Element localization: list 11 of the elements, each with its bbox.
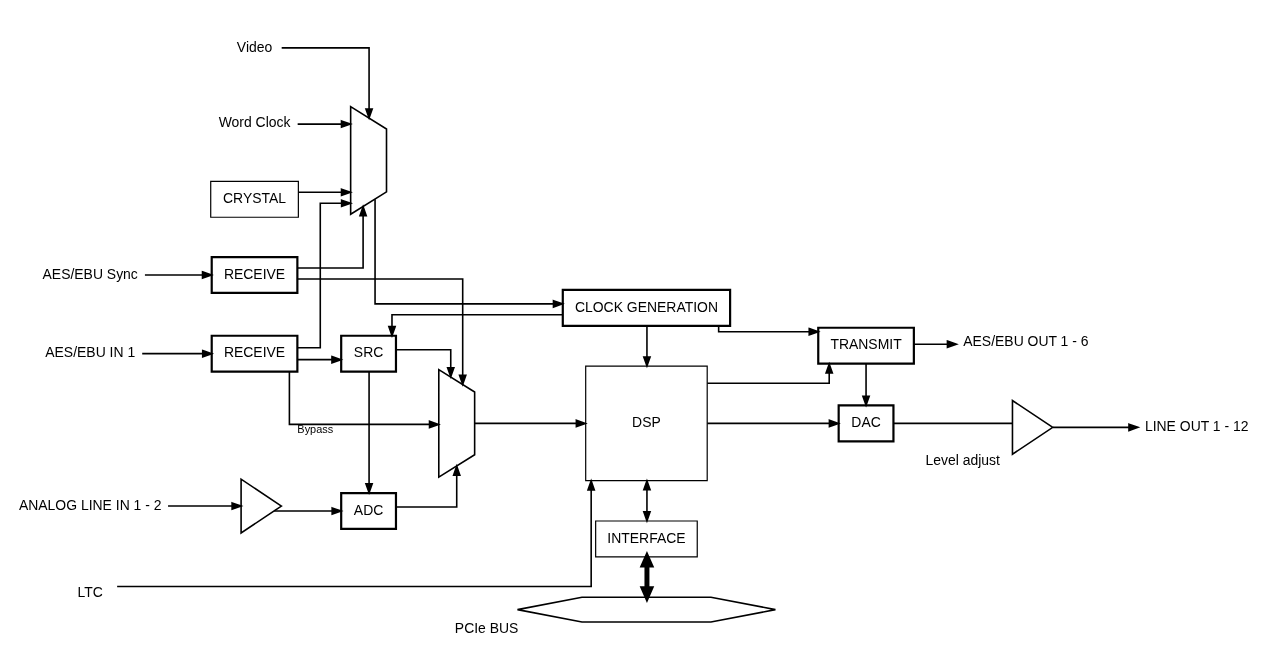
node-text: LINE OUT 1 - 12 xyxy=(1144,418,1249,435)
node-text: LTC xyxy=(77,584,103,601)
node-text: AES/EBU OUT 1 - 6 xyxy=(963,333,1089,350)
node-label: Level adjust xyxy=(925,452,1000,469)
node-label: PCIe BUS xyxy=(454,620,519,637)
node-text: Word Clock xyxy=(218,114,291,131)
node-text: ANALOG LINE IN 1 - 2 xyxy=(18,496,162,513)
node-text: AES/EBU Sync xyxy=(42,265,138,282)
node-text: AES/EBU IN 1 xyxy=(45,344,136,361)
node-text: Video xyxy=(236,38,273,55)
edge-label: Bypass xyxy=(297,423,334,436)
